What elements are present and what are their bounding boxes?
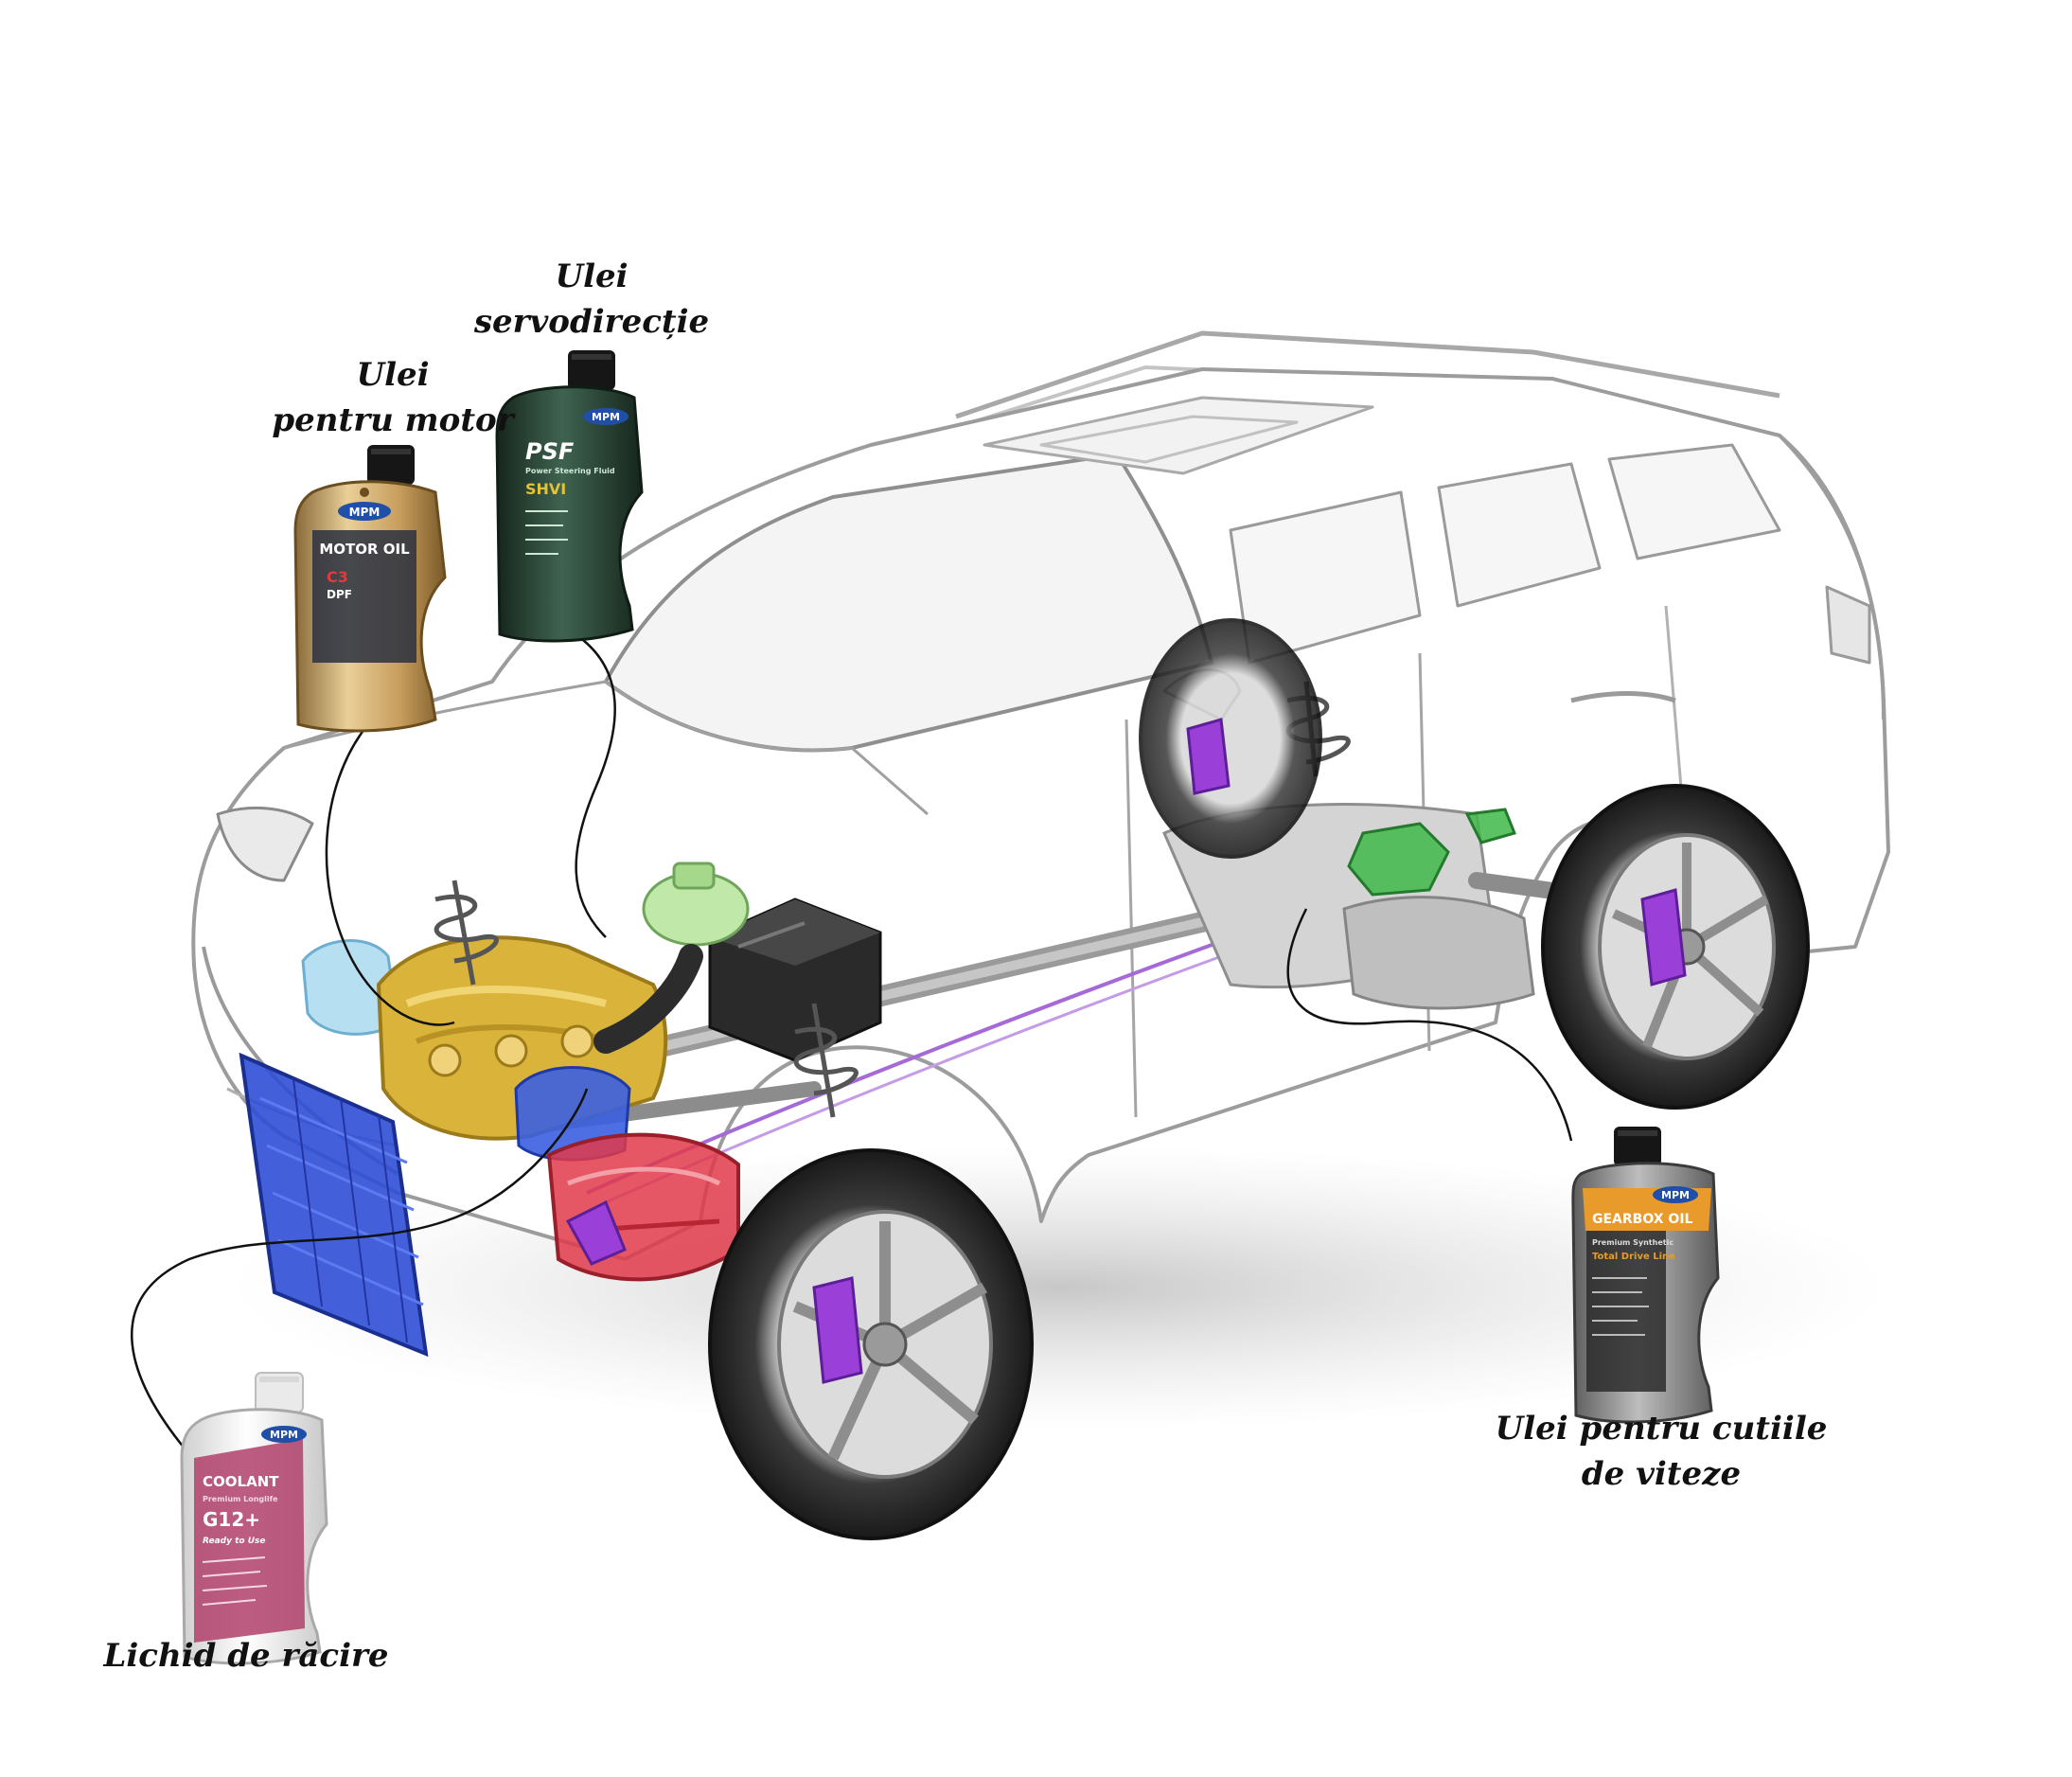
label-gearbox-oil-line2: de viteze bbox=[1581, 1455, 1742, 1493]
leader-lines bbox=[130, 628, 1573, 1449]
gearbox-oil-bottle: MPM GEARBOX OIL Premium Synthetic Total … bbox=[1571, 1127, 1720, 1424]
differential-part bbox=[1347, 808, 1517, 897]
coolant-bottle-brand: MPM bbox=[270, 1429, 298, 1441]
label-coolant-line1: Lichid de răcire bbox=[103, 1637, 389, 1675]
leader-steering-oil bbox=[567, 628, 616, 938]
wheel-front-right bbox=[708, 1148, 1034, 1540]
steering-oil-bottle-brand: MPM bbox=[592, 411, 620, 423]
steering-oil-bottle-sub: Power Steering Fluid bbox=[525, 467, 615, 475]
label-motor-oil-line2: pentru motor bbox=[272, 401, 514, 439]
label-gearbox-oil: Ulei pentru cutiile de viteze bbox=[1477, 1406, 1846, 1497]
label-coolant: Lichid de răcire bbox=[90, 1633, 402, 1679]
leader-motor-oil bbox=[325, 728, 455, 1026]
motor-oil-bottle-spec: C3 bbox=[327, 568, 348, 586]
steering-oil-bottle-spec: SHVI bbox=[525, 480, 566, 498]
gearbox-oil-bottle-brand: MPM bbox=[1661, 1189, 1690, 1201]
coolant-bottle: MPM COOLANT Premium Longlife G12+ Ready … bbox=[180, 1372, 328, 1665]
gearbox-oil-bottle-name: GEARBOX OIL bbox=[1592, 1212, 1693, 1227]
motor-oil-bottle-name: MOTOR OIL bbox=[319, 541, 410, 558]
label-steering-oil: Ulei servodirecție bbox=[464, 254, 719, 345]
gearbox-oil-bottle-sub: Premium Synthetic bbox=[1592, 1238, 1674, 1247]
motor-oil-bottle: MPM MOTOR OIL C3 DPF bbox=[293, 445, 447, 733]
coolant-bottle-name: COOLANT bbox=[203, 1473, 279, 1490]
steering-reservoir bbox=[642, 862, 750, 947]
steering-oil-bottle: MPM PSF Power Steering Fluid SHVI bbox=[495, 350, 644, 643]
transmission bbox=[546, 1132, 740, 1282]
leader-coolant bbox=[130, 1088, 589, 1449]
coolant-bottle-sub: Premium Longlife bbox=[203, 1495, 278, 1503]
front-strut-right bbox=[793, 1003, 859, 1118]
label-motor-oil: Ulei pentru motor bbox=[265, 352, 521, 443]
motor-oil-bottle-sub: DPF bbox=[327, 588, 352, 601]
radiator bbox=[239, 1052, 429, 1358]
coolant-bottle-extra: Ready to Use bbox=[203, 1537, 266, 1546]
motor-oil-bottle-brand: MPM bbox=[349, 506, 381, 519]
label-steering-oil-line2: servodirecție bbox=[473, 303, 710, 341]
gearbox-oil-bottle-spec: Total Drive Line bbox=[1592, 1252, 1675, 1262]
front-caliper-left bbox=[565, 1199, 627, 1266]
battery bbox=[708, 897, 882, 1062]
label-gearbox-oil-line1: Ulei pentru cutiile bbox=[1495, 1410, 1828, 1448]
coolant-bottle-spec: G12+ bbox=[203, 1508, 260, 1531]
front-strut-left bbox=[434, 880, 499, 986]
wheel-rear-left bbox=[1139, 618, 1322, 859]
label-motor-oil-line1: Ulei bbox=[356, 356, 430, 394]
wheel-rear-right bbox=[1541, 784, 1810, 1110]
steering-oil-bottle-name: PSF bbox=[525, 438, 575, 465]
leader-gearbox-oil bbox=[1286, 908, 1573, 1142]
label-steering-oil-line1: Ulei bbox=[555, 258, 629, 295]
